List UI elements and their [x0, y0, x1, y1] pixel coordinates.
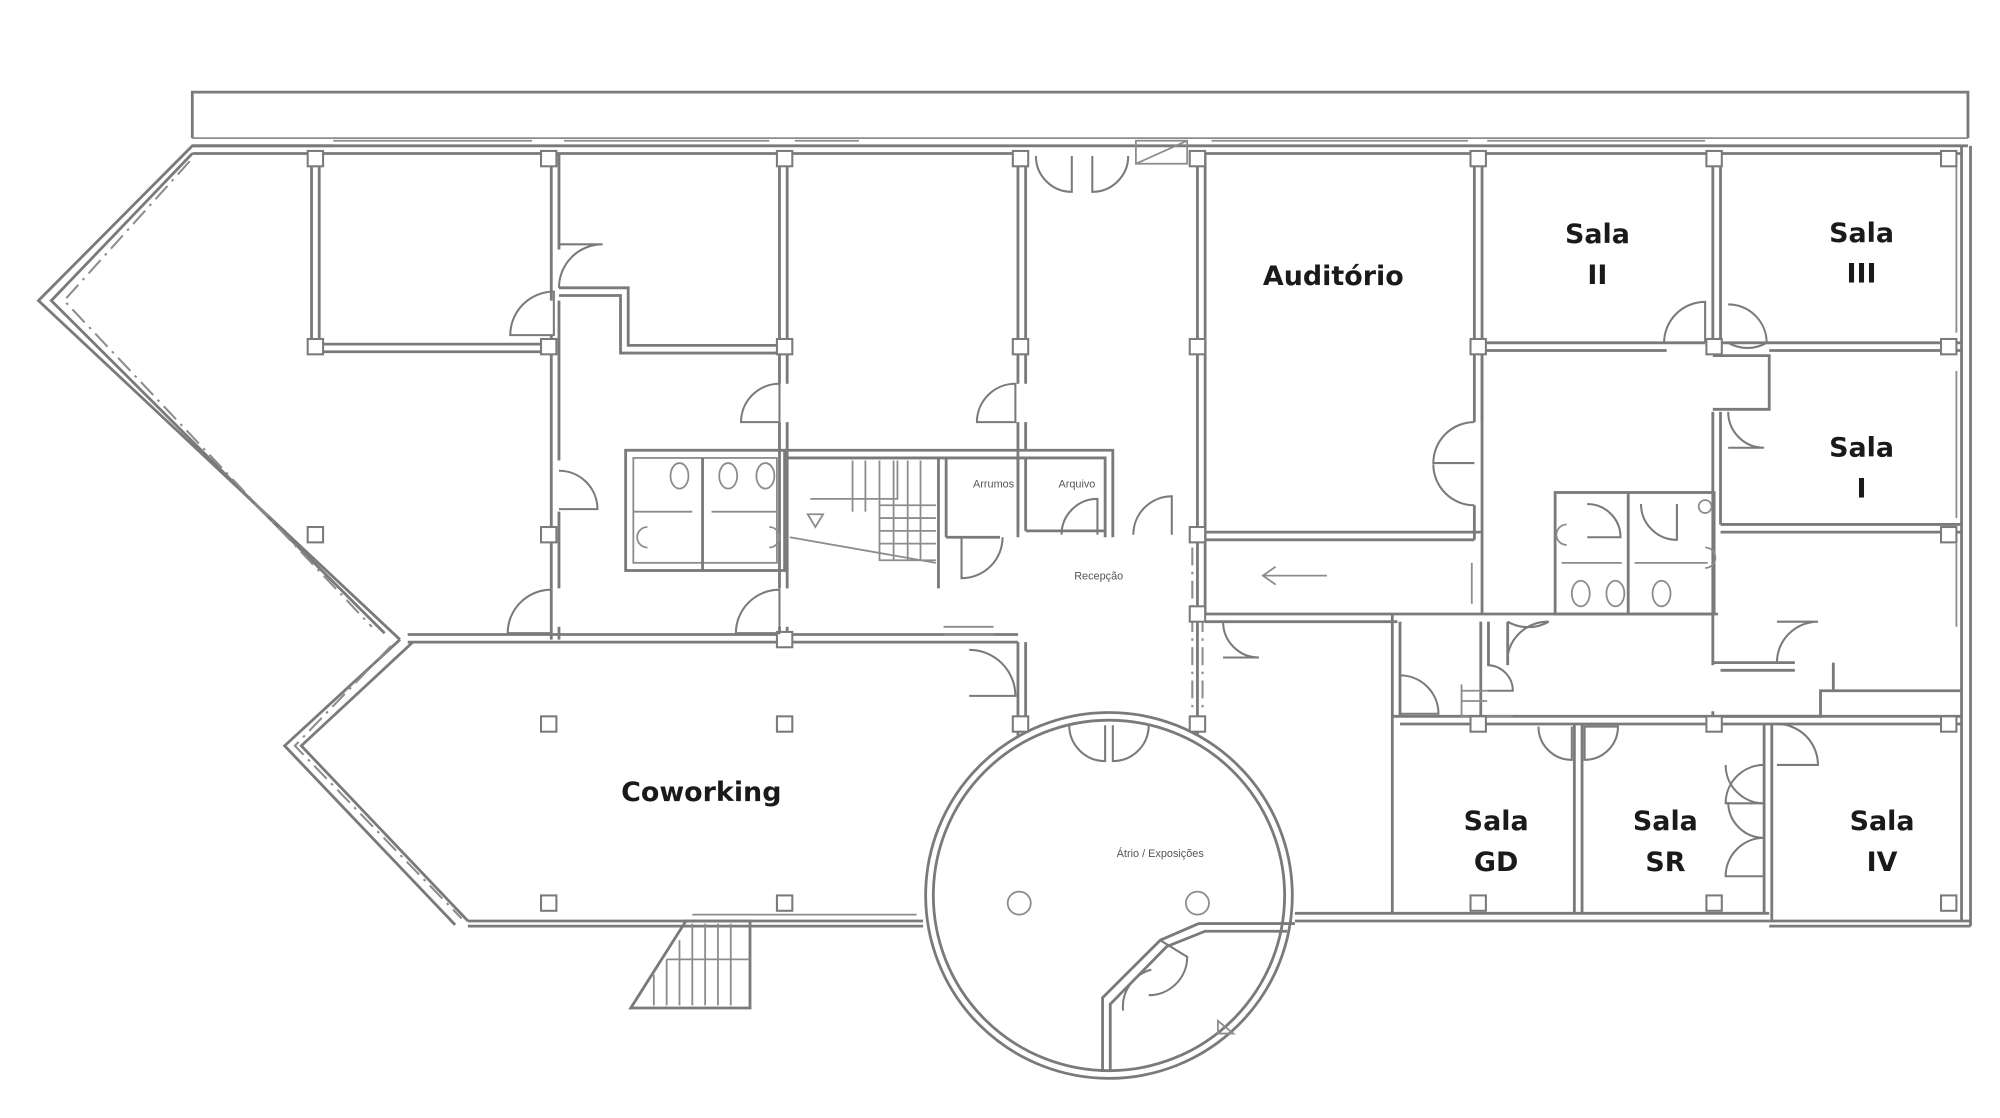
column-marker [775, 149, 794, 168]
wc-block-east [1553, 491, 1717, 616]
column-marker [540, 337, 558, 356]
southeast-rooms [1390, 614, 1962, 922]
columns [306, 149, 1958, 912]
exterior-stair [628, 919, 752, 1010]
label-sala-gd-line2: GD [1474, 847, 1518, 878]
column-marker [1188, 605, 1207, 623]
label-auditorio: Auditório [1263, 261, 1404, 292]
atrium [924, 711, 1295, 1080]
column-marker [1011, 149, 1030, 168]
label-recepcao: Recepção [1074, 570, 1123, 582]
label-coworking: Coworking [621, 777, 781, 808]
label-arrumos: Arrumos [973, 478, 1015, 490]
east-wall [1955, 145, 1972, 927]
column-marker [775, 630, 794, 649]
column-marker [1469, 894, 1487, 912]
label-sala-ii-line1: Sala [1565, 219, 1630, 250]
label-sala-iv-line2: IV [1867, 847, 1898, 878]
column-marker [1188, 525, 1207, 544]
label-sala-ii-line2: II [1587, 260, 1607, 291]
column-marker [306, 525, 325, 544]
column-marker [1705, 149, 1723, 168]
column-marker [1940, 337, 1958, 356]
column-marker [775, 715, 794, 733]
label-sala-gd-line1: Sala [1464, 806, 1529, 837]
column-marker [1940, 525, 1958, 544]
column-marker [1011, 337, 1030, 356]
column-marker [1011, 715, 1030, 733]
label-atrio: Átrio / Exposições [1117, 847, 1205, 860]
wc-block-west [624, 448, 787, 572]
north-wall [192, 139, 1968, 155]
label-sala-i-line2: I [1857, 474, 1867, 505]
column-marker [1188, 337, 1207, 356]
column-marker [1705, 337, 1723, 356]
doors [506, 139, 1819, 1011]
column-marker [1469, 149, 1487, 168]
column-marker [1469, 715, 1487, 733]
column-marker [1940, 715, 1958, 733]
column-marker [775, 337, 794, 356]
column-marker [540, 715, 558, 733]
column-marker [1940, 149, 1958, 168]
room-labels: Auditório Sala II Sala III Sala I Cowork… [621, 218, 1914, 878]
label-sala-iii-line1: Sala [1829, 218, 1894, 249]
label-sala-sr-line2: SR [1645, 847, 1685, 878]
column-marker [1705, 715, 1723, 733]
top-terrace [190, 90, 1970, 140]
column-marker [540, 894, 558, 912]
column-marker [540, 525, 558, 544]
column-marker [1705, 894, 1723, 912]
column-marker [775, 894, 794, 912]
column-marker [306, 337, 325, 356]
east-rooms [1472, 153, 1962, 725]
column-marker [306, 149, 325, 168]
column-marker [1188, 149, 1207, 168]
column-marker [1188, 715, 1207, 733]
staircase-center [784, 448, 1115, 589]
label-sala-iii-line2: III [1847, 259, 1877, 290]
column-marker [1940, 894, 1958, 912]
label-sala-iv-line1: Sala [1850, 806, 1915, 837]
label-arquivo: Arquivo [1058, 478, 1095, 490]
west-offices [310, 153, 1028, 717]
label-sala-sr-line1: Sala [1633, 806, 1698, 837]
west-facade [36, 144, 469, 926]
column-marker [1469, 337, 1487, 356]
label-sala-i-line1: Sala [1829, 433, 1894, 464]
column-marker [540, 149, 558, 168]
